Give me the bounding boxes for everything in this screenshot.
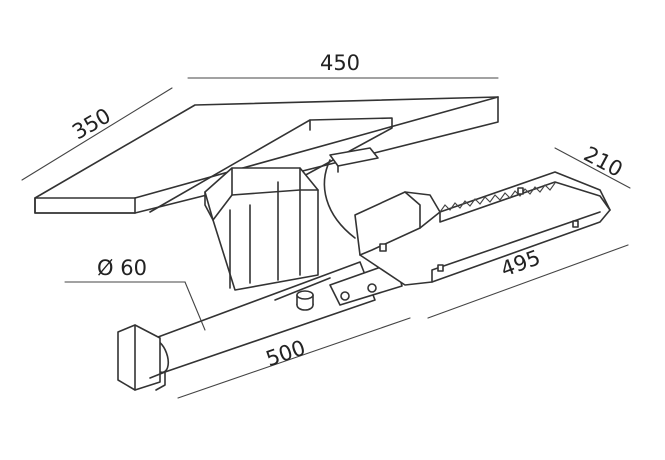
dimension-lines [21,77,631,399]
dimension-label-arm-length: 500 [263,336,309,372]
solar-panel [34,96,499,216]
cable [323,159,356,239]
mounting-arm [117,261,403,391]
dimension-label-panel-width: 450 [320,51,360,75]
panel-bracket [204,147,379,291]
lamp-head [354,171,611,286]
dimension-label-panel-depth: 350 [68,104,115,145]
dimension-label-arm-diameter: Ø 60 [97,256,147,280]
dimension-label-lamp-width: 210 [580,142,627,182]
